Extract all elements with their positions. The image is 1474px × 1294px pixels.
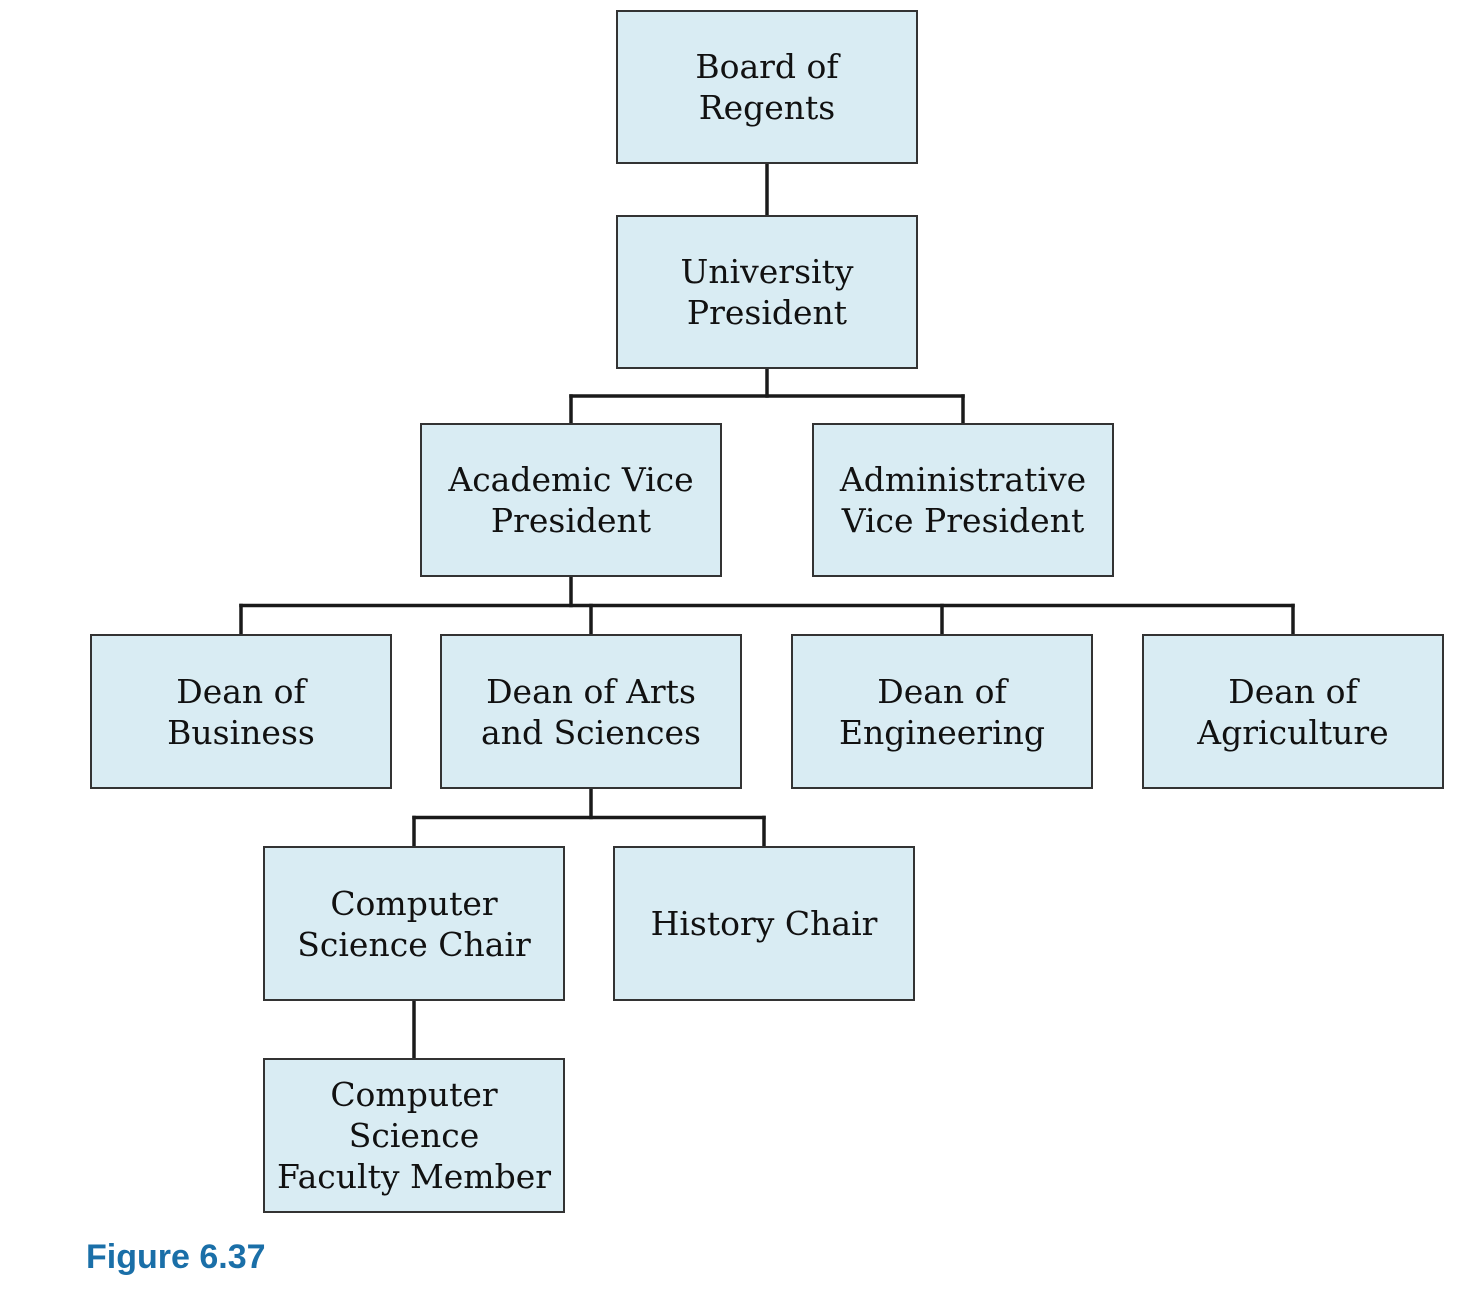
node-dean-of-arts-and-sciences: Dean of Arts and Sciences [440, 634, 742, 789]
node-dean-of-engineering: Dean of Engineering [791, 634, 1093, 789]
figure-caption: Figure 6.37 [86, 1238, 266, 1276]
node-label: Dean of Agriculture [1197, 671, 1389, 752]
node-label: Computer Science Chair [297, 883, 531, 964]
node-label: Academic Vice President [448, 460, 694, 540]
node-label: History Chair [650, 904, 878, 943]
node-computer-science-chair: Computer Science Chair [263, 846, 565, 1001]
node-label: Board of Regents [695, 47, 839, 127]
node-label: Administrative Vice President [839, 460, 1087, 540]
node-administrative-vice-president: Administrative Vice President [812, 423, 1114, 577]
node-label: Dean of Engineering [838, 671, 1046, 752]
node-label: University President [680, 252, 854, 332]
node-computer-science-faculty-member: Computer Science Faculty Member [263, 1058, 565, 1213]
node-label: Dean of Arts and Sciences [481, 671, 701, 752]
node-history-chair: History Chair [613, 846, 915, 1001]
node-university-president: University President [616, 215, 918, 369]
node-label: Dean of Business [167, 671, 315, 752]
node-label: Computer Science Faculty Member [276, 1075, 552, 1196]
node-dean-of-agriculture: Dean of Agriculture [1142, 634, 1444, 789]
node-academic-vice-president: Academic Vice President [420, 423, 722, 577]
node-board-of-regents: Board of Regents [616, 10, 918, 164]
node-dean-of-business: Dean of Business [90, 634, 392, 789]
